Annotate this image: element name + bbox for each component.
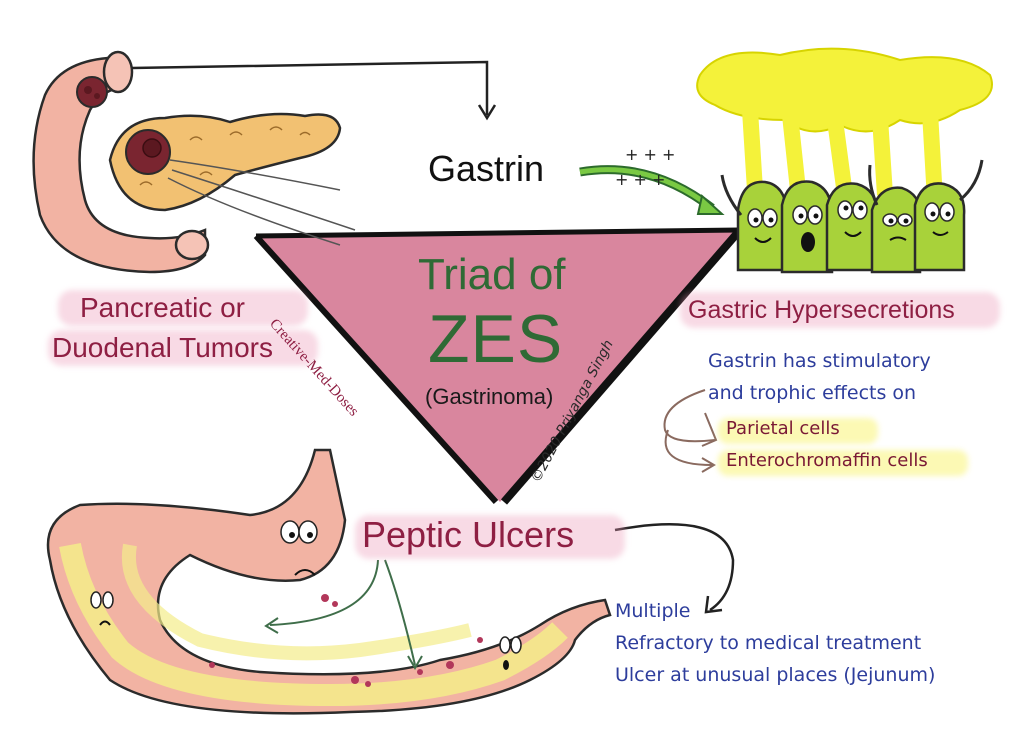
ulcer-feature-3: Ulcer at unusual places (Jejunum) (615, 664, 936, 686)
ulcer-feature-2: Refractory to medical treatment (615, 632, 922, 654)
tumors-highlight (58, 290, 308, 326)
ulcers-label: Peptic Ulcers (362, 514, 575, 555)
triangle-title-zes: ZES (428, 301, 564, 377)
cell-item-enterochromaffin: Enterochromaffin cells (726, 450, 928, 471)
hypersecretion-note-line2: and trophic effects on (708, 382, 917, 404)
tumors-label-line2: Duodenal Tumors (52, 332, 274, 363)
triangle-title-line1: Triad of (418, 250, 566, 299)
gastrin-label: Gastrin (428, 148, 545, 189)
triangle-subtitle: (Gastrinoma) (425, 384, 554, 409)
tumors-highlight-2 (48, 330, 318, 366)
tumors-label-line1: Pancreatic or (80, 292, 245, 323)
parietal-cells-illustration (696, 47, 993, 274)
cells-brace (663, 389, 718, 473)
enterochromaffin-highlight (718, 450, 968, 476)
hypersecretion-highlight (680, 292, 1000, 328)
hypersecretion-note-line1: Gastrin has stimulatory (708, 350, 931, 372)
ulcer-feature-1: Multiple (615, 600, 691, 622)
connector-to-gastrin (131, 60, 497, 121)
ulcers-arrow (614, 523, 735, 614)
svg-text:+ + +: + + + (625, 145, 675, 164)
duodenum-pancreas-illustration (32, 50, 356, 274)
central-triangle (253, 227, 744, 505)
stomach-illustration (46, 448, 612, 715)
parietal-highlight (718, 418, 878, 444)
cell-item-parietal: Parietal cells (726, 418, 840, 439)
svg-text:+ + +: + + + (615, 170, 665, 189)
gastrin-arrow: + + + + + + (579, 145, 725, 215)
ulcers-highlight (355, 515, 625, 559)
hypersecretion-label: Gastric Hypersecretions (688, 296, 955, 324)
